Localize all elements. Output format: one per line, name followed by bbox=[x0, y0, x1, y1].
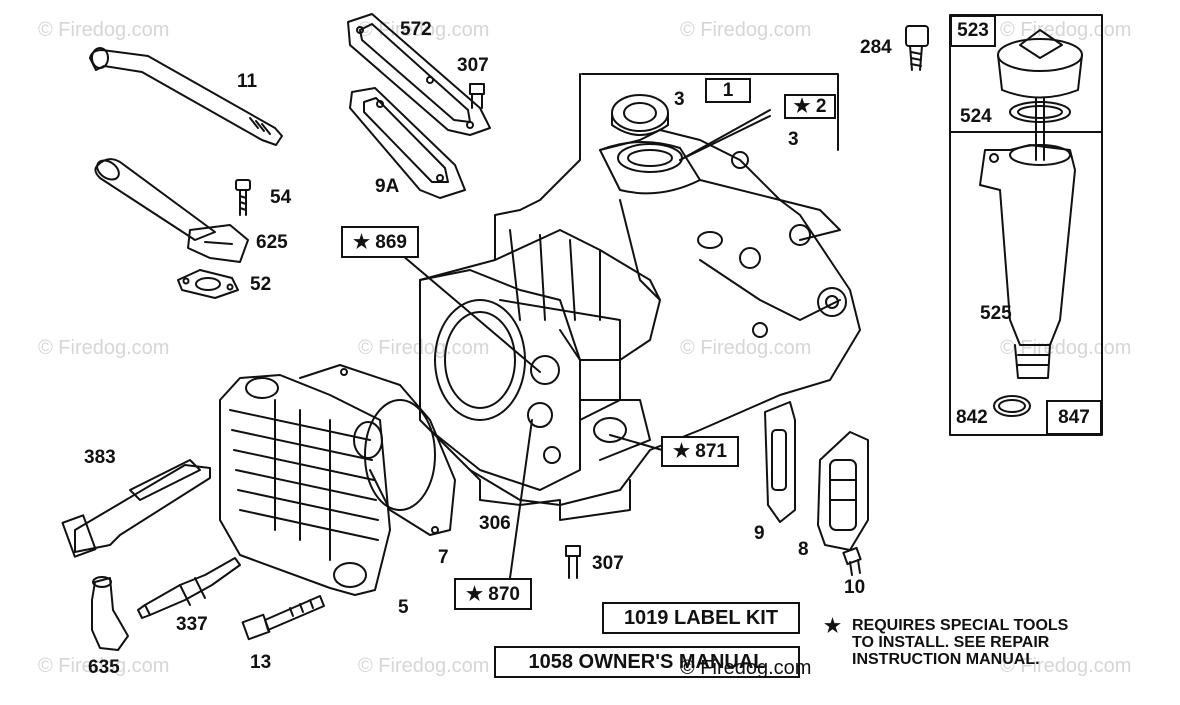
head-gasket-part bbox=[299, 364, 456, 536]
part-label-9a: 9A bbox=[375, 176, 400, 197]
part-label-870: ★ 870 bbox=[454, 578, 532, 610]
part-label-525: 525 bbox=[980, 303, 1012, 324]
watermark: © Firedog.com bbox=[1000, 655, 1132, 677]
part-label-383: 383 bbox=[84, 447, 116, 468]
owners-manual-box: 1058 OWNER'S MANUAL bbox=[494, 646, 800, 678]
part-label-337: 337 bbox=[176, 614, 208, 635]
watermark: © Firedog.com bbox=[38, 655, 170, 677]
special-tools-note: ★ REQUIRES SPECIAL TOOLS TO INSTALL. SEE… bbox=[824, 616, 1068, 668]
watermark: © Firedog.com bbox=[358, 19, 490, 41]
dipstick-tube-525-part bbox=[979, 144, 1076, 379]
screw-307-top-part bbox=[469, 83, 485, 109]
part-label-9: 9 bbox=[754, 523, 765, 544]
screw-54-part bbox=[235, 179, 251, 216]
part-label-2: ★ 2 bbox=[784, 94, 836, 119]
gasket-9-part bbox=[764, 401, 796, 523]
watermark: © Firedog.com bbox=[680, 19, 812, 41]
part-label-10: 10 bbox=[844, 577, 866, 598]
watermark: © Firedog.com bbox=[358, 655, 490, 677]
note-line-3: INSTRUCTION MANUAL. bbox=[852, 650, 1040, 668]
part-label-635: 635 bbox=[88, 657, 120, 678]
oil-seal-part bbox=[611, 94, 669, 136]
part-label-307-top: 307 bbox=[457, 55, 489, 76]
part-label-523: 523 bbox=[950, 15, 996, 47]
cylinder-head-part bbox=[219, 374, 391, 596]
screw-10-part bbox=[842, 546, 862, 576]
part-label-842: 842 bbox=[956, 407, 988, 428]
gasket-572-part bbox=[347, 13, 491, 136]
part-label-524: 524 bbox=[960, 106, 992, 127]
spark-plug-part bbox=[137, 557, 241, 619]
part-label-871: ★ 871 bbox=[661, 436, 739, 467]
gasket-9a-part bbox=[349, 87, 466, 199]
note-line-1: REQUIRES SPECIAL TOOLS bbox=[852, 617, 1069, 634]
part-label-3: 3 bbox=[788, 129, 799, 150]
part-label-54: 54 bbox=[270, 187, 292, 208]
screw-284-part bbox=[905, 25, 929, 71]
part-label-3-seal: 3 bbox=[674, 89, 685, 110]
part-label-307-bottom: 307 bbox=[592, 553, 624, 574]
part-label-572: 572 bbox=[400, 19, 432, 40]
bolt-13-part bbox=[241, 595, 325, 641]
watermark: © Firedog.com bbox=[1000, 337, 1132, 359]
part-label-11: 11 bbox=[237, 71, 258, 92]
cylinder-block-part bbox=[419, 73, 861, 521]
breather-8-part bbox=[817, 431, 869, 551]
part-label-7: 7 bbox=[438, 547, 449, 568]
part-label-869: ★ 869 bbox=[341, 226, 419, 258]
part-label-5: 5 bbox=[398, 597, 409, 618]
breather-tube-part bbox=[94, 158, 249, 263]
note-line-2: TO INSTALL. SEE REPAIR bbox=[852, 633, 1050, 651]
screw-307-bottom-part bbox=[565, 545, 581, 579]
part-label-847: 847 bbox=[1046, 400, 1102, 435]
part-label-284: 284 bbox=[860, 37, 892, 58]
label-kit-box: 1019 LABEL KIT bbox=[602, 602, 800, 634]
watermark: © Firedog.com bbox=[38, 19, 170, 41]
star-icon: ★ bbox=[824, 616, 842, 637]
part-label-13: 13 bbox=[250, 652, 272, 673]
watermark: © Firedog.com bbox=[358, 337, 490, 359]
dipstick-cap-part bbox=[997, 29, 1083, 161]
watermark: © Firedog.com bbox=[38, 337, 170, 359]
spark-plug-wrench-part bbox=[61, 459, 211, 558]
gasket-52-part bbox=[177, 269, 239, 299]
part-label-306: 306 bbox=[479, 513, 511, 534]
part-label-8: 8 bbox=[798, 539, 809, 560]
spark-plug-boot-part bbox=[91, 576, 129, 651]
part-label-1: 1 bbox=[705, 78, 751, 103]
dipstick-tube-part bbox=[89, 47, 283, 146]
o-ring-part bbox=[993, 395, 1031, 417]
part-label-625: 625 bbox=[256, 232, 288, 253]
short-block-frame bbox=[581, 73, 839, 151]
part-label-52: 52 bbox=[250, 274, 272, 295]
watermark: © Firedog.com bbox=[680, 337, 812, 359]
copyright-overlay: © Firedog.com bbox=[680, 657, 812, 679]
dipstick-kit-frame bbox=[949, 14, 1103, 436]
